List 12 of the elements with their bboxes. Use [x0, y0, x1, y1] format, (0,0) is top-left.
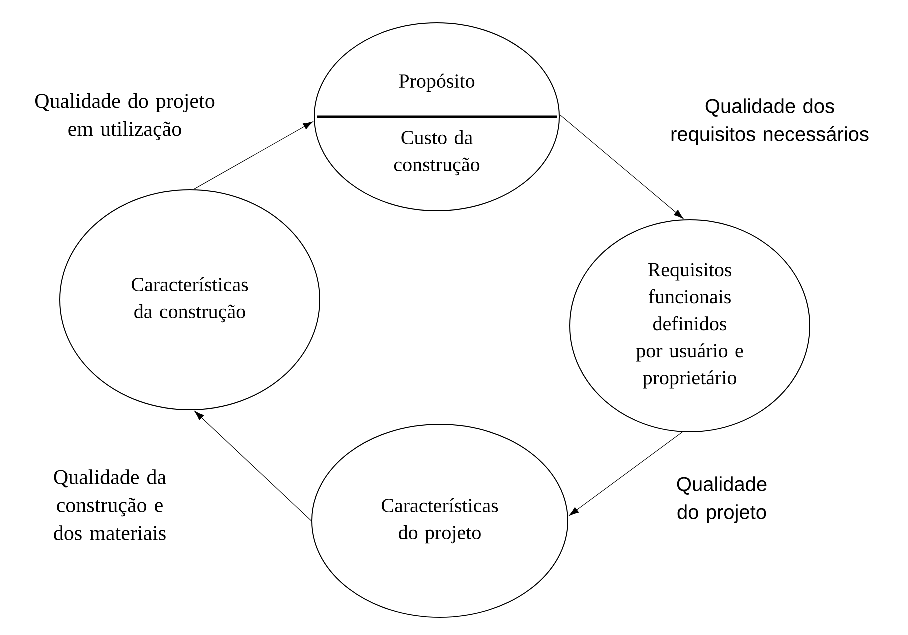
- ellipse-node: Requisitos funcionais definidos por usuário e proprietário: [570, 220, 810, 432]
- arrow: [560, 114, 684, 219]
- edge-label: Qualidade do projeto em utilização: [35, 93, 215, 141]
- ellipse-node: Características do projeto: [312, 424, 568, 618]
- edge-label: Qualidade da construção e dos materiais: [54, 470, 166, 540]
- arrow: [194, 122, 314, 190]
- ellipse-node: Propósito Custo da construção: [314, 22, 560, 212]
- edge-label: Qualidade dos requisitos necessários: [672, 98, 869, 146]
- ellipse-node: Características da construção: [60, 190, 320, 410]
- arrow: [569, 432, 683, 516]
- arrow: [194, 411, 312, 522]
- edge-label: Qualidade do projeto: [677, 476, 767, 524]
